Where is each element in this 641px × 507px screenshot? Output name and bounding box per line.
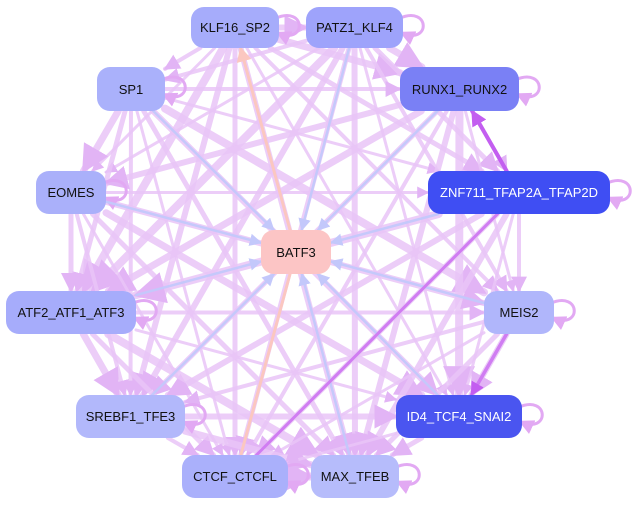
edge-line-to-center bbox=[298, 46, 351, 232]
node-max-tfeb[interactable]: MAX_TFEB bbox=[311, 455, 399, 498]
edge-line bbox=[183, 319, 486, 406]
edge-line bbox=[270, 331, 486, 457]
edge-line bbox=[103, 101, 403, 190]
node-label: RUNX1_RUNX2 bbox=[411, 81, 508, 97]
edge-line-to-center bbox=[152, 109, 275, 232]
edge-line bbox=[245, 109, 449, 457]
edge-line-to-center bbox=[104, 200, 263, 246]
self-loop bbox=[605, 179, 632, 210]
self-loop bbox=[101, 179, 128, 210]
self-loop bbox=[398, 14, 425, 45]
edge-line-center-link bbox=[239, 272, 292, 457]
edge-line-to-center bbox=[316, 109, 439, 232]
self-loop bbox=[549, 299, 576, 330]
node-label: SREBF1_TFE3 bbox=[85, 409, 176, 424]
node-label: CTCF_CTCFL bbox=[193, 469, 277, 484]
node-eomes[interactable]: EOMES bbox=[36, 171, 106, 214]
edge-line bbox=[139, 45, 346, 398]
node-label: ATF2_ATF1_ATF3 bbox=[17, 305, 125, 320]
edge-line bbox=[286, 431, 398, 466]
node-label: KLF16_SP2 bbox=[199, 20, 271, 35]
node-label: BATF3 bbox=[276, 244, 316, 260]
node-patz1-klf4[interactable]: PATZ1_KLF4 bbox=[306, 7, 403, 48]
node-srebf1-tfe3[interactable]: SREBF1_TFE3 bbox=[76, 395, 185, 438]
node-klf16-sp2[interactable]: KLF16_SP2 bbox=[191, 7, 279, 48]
node-ctcf-ctcfl[interactable]: CTCF_CTCFL bbox=[182, 455, 288, 498]
node-label: PATZ1_KLF4 bbox=[316, 20, 393, 35]
edge-line bbox=[141, 108, 346, 458]
edge-line bbox=[386, 42, 426, 71]
edge-line bbox=[389, 435, 425, 458]
edge-line-to-center bbox=[298, 272, 351, 457]
edge-line bbox=[102, 209, 426, 399]
node-label: MAX_TFEB bbox=[320, 469, 390, 484]
self-loop bbox=[283, 463, 310, 494]
edge-line bbox=[161, 104, 488, 297]
edge-line-strong bbox=[469, 332, 509, 397]
edge-line bbox=[79, 107, 122, 175]
edge-line-strong bbox=[470, 109, 509, 173]
node-label: ZNF711_TFAP2A_TFAP2D bbox=[440, 185, 598, 200]
edge-line-to-center bbox=[150, 272, 276, 397]
node-znf711-tfap2a-tfap2d[interactable]: ZNF711_TFAP2A_TFAP2D bbox=[428, 171, 610, 214]
self-loop bbox=[274, 14, 301, 45]
edge-line-strong bbox=[255, 212, 499, 457]
edge-line-to-center bbox=[134, 258, 263, 297]
node-label: SP1 bbox=[118, 81, 144, 97]
self-loop bbox=[131, 299, 158, 330]
self-loop bbox=[180, 403, 207, 434]
edge-line bbox=[164, 211, 485, 398]
edge-line-to-center bbox=[329, 212, 440, 246]
node-sp1[interactable]: SP1 bbox=[97, 67, 165, 111]
node-label: MEIS2 bbox=[499, 305, 539, 320]
edge-line-to-center bbox=[329, 258, 486, 305]
node-label: EOMES bbox=[47, 185, 95, 200]
edge-line-center-link bbox=[236, 46, 292, 232]
node-batf3[interactable]: BATF3 bbox=[261, 230, 331, 274]
edge-line bbox=[104, 107, 425, 295]
edge-line bbox=[165, 436, 200, 457]
self-loop bbox=[160, 75, 187, 107]
self-loop bbox=[394, 463, 421, 494]
edge-line bbox=[163, 38, 308, 84]
node-label: ID4_TCF4_SNAI2 bbox=[406, 409, 512, 424]
self-loop bbox=[514, 75, 541, 107]
self-loop bbox=[517, 403, 544, 434]
node-runx1-runx2[interactable]: RUNX1_RUNX2 bbox=[400, 67, 519, 111]
node-id4-tcf4-snai2[interactable]: ID4_TCF4_SNAI2 bbox=[396, 395, 522, 438]
node-meis2[interactable]: MEIS2 bbox=[484, 291, 554, 334]
edge-line bbox=[79, 330, 122, 399]
edge-line bbox=[163, 46, 203, 71]
node-atf2-atf1-atf3[interactable]: ATF2_ATF1_ATF3 bbox=[6, 291, 136, 334]
